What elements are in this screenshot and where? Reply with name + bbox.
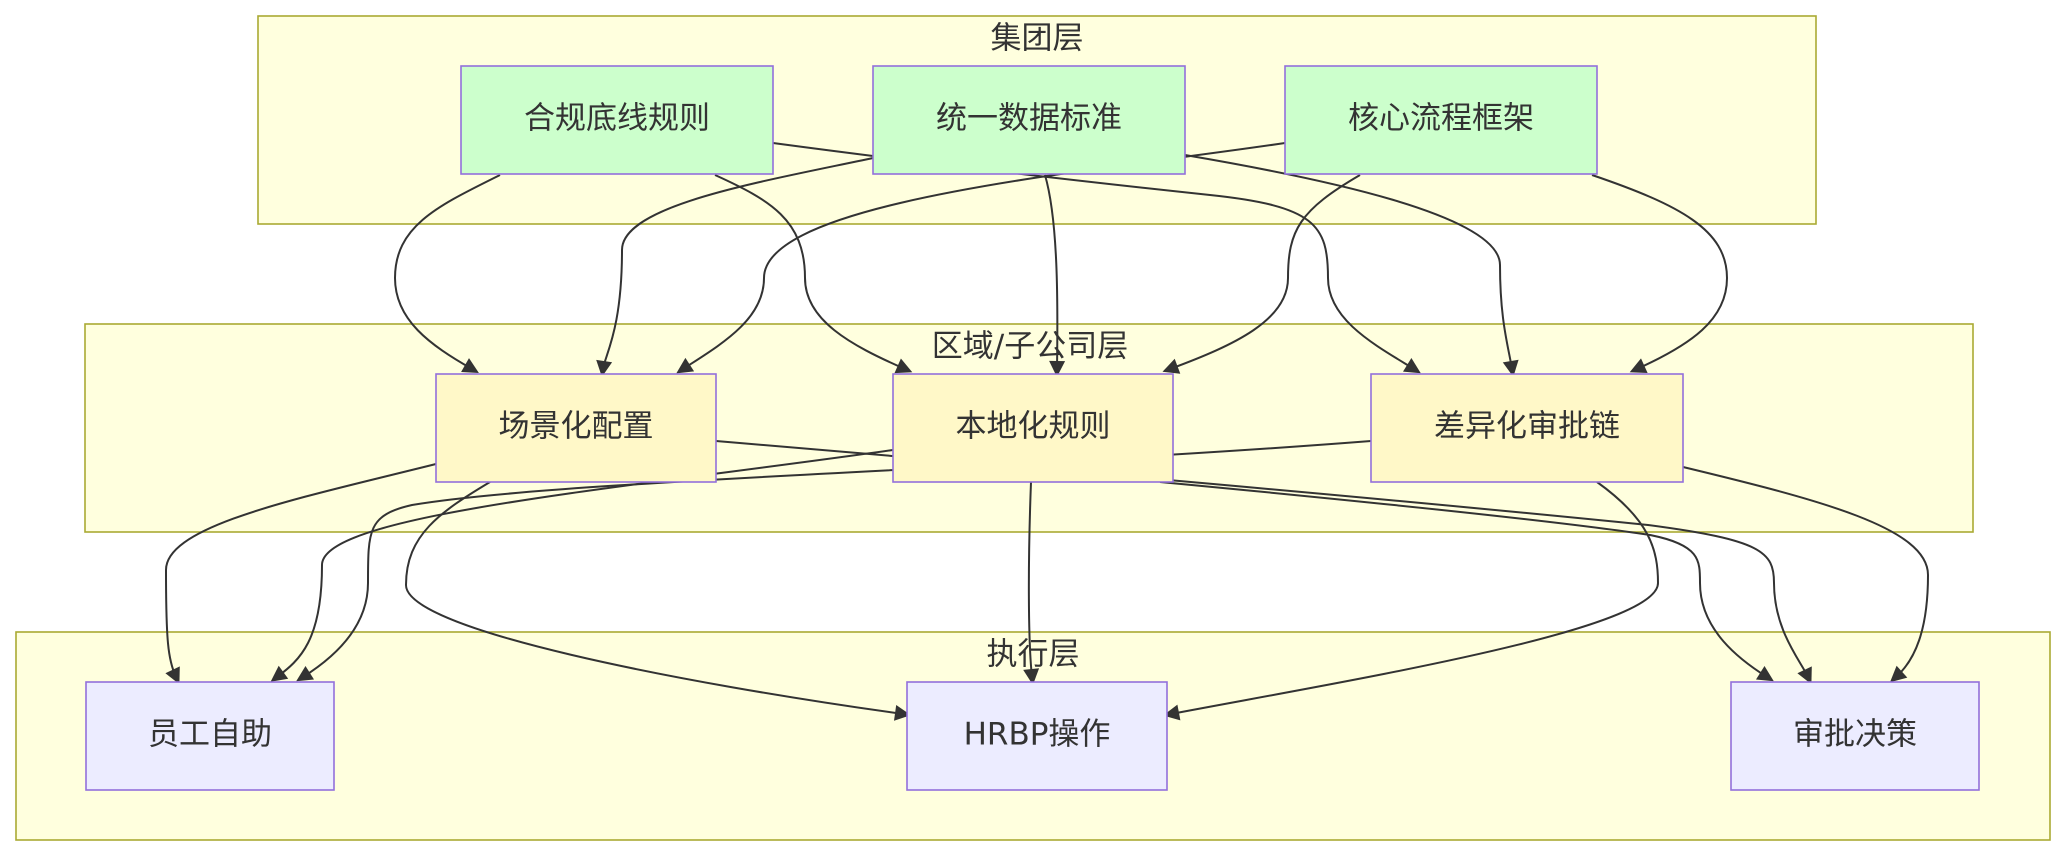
arrowhead <box>270 665 289 682</box>
edge-data-standard-to-scenario-config <box>596 157 874 377</box>
node-diff-approval-label: 差异化审批链 <box>1434 409 1620 445</box>
arrowhead <box>1797 666 1812 685</box>
node-scenario-config-box[interactable] <box>435 373 717 483</box>
node-data-standard-box[interactable] <box>872 65 1186 175</box>
node-local-rules-box[interactable] <box>892 373 1174 483</box>
layer-exec-title: 执行层 <box>987 637 1080 673</box>
edge-line <box>602 157 874 370</box>
node-core-process-box[interactable] <box>1284 65 1598 175</box>
edge-core-process-to-local-rules <box>1162 174 1361 374</box>
edge-line <box>393 174 501 370</box>
node-hrbp-label: HRBP操作 <box>964 717 1111 753</box>
node-local-rules[interactable]: 本地化规则 <box>892 373 1174 483</box>
arrowhead <box>1403 358 1421 374</box>
node-approval-decision-label: 审批决策 <box>1793 717 1917 753</box>
edge-line <box>1591 174 1729 370</box>
arrowhead <box>1049 360 1066 377</box>
arrowhead <box>1629 358 1648 373</box>
arrowhead <box>461 358 479 373</box>
arrowhead <box>894 358 913 374</box>
edge-data-standard-to-local-rules <box>1044 174 1066 377</box>
edge-line <box>1159 481 1768 678</box>
edge-line <box>164 463 437 678</box>
arrowhead <box>296 666 314 682</box>
arrowhead <box>1502 359 1519 377</box>
node-hrbp-box[interactable] <box>906 681 1168 791</box>
edge-core-process-to-diff-approval <box>1591 174 1729 373</box>
arrowhead <box>676 357 695 374</box>
arrowhead <box>1023 668 1040 685</box>
edge-compliance-to-local-rules <box>714 174 913 374</box>
edge-scenario-config-to-hrbp <box>404 481 911 721</box>
edge-line <box>1044 174 1059 370</box>
arrowhead <box>1162 358 1181 374</box>
node-approval-decision[interactable]: 审批决策 <box>1730 681 1980 791</box>
arrowhead <box>1756 666 1774 682</box>
node-compliance[interactable]: 合规底线规则 <box>460 65 774 175</box>
layer-region-title: 区域/子公司层 <box>932 329 1128 365</box>
node-hrbp[interactable]: HRBP操作 <box>906 681 1168 791</box>
edge-local-rules-to-approval-decision <box>1159 481 1774 682</box>
node-core-process[interactable]: 核心流程框架 <box>1284 65 1598 175</box>
node-data-standard[interactable]: 统一数据标准 <box>872 65 1186 175</box>
node-data-standard-label: 统一数据标准 <box>936 101 1122 137</box>
arrowhead <box>1890 665 1908 683</box>
node-scenario-config-label: 场景化配置 <box>499 409 654 445</box>
edge-diff-approval-to-approval-decision <box>1682 466 1930 683</box>
arrowhead <box>894 705 911 721</box>
edge-compliance-to-scenario-config <box>393 174 501 373</box>
edge-scenario-config-to-self-service <box>164 463 437 685</box>
node-scenario-config[interactable]: 场景化配置 <box>435 373 717 483</box>
node-compliance-box[interactable] <box>460 65 774 175</box>
node-self-service-label: 员工自助 <box>148 717 272 753</box>
edge-local-rules-to-hrbp <box>1023 481 1040 685</box>
node-diff-approval-box[interactable] <box>1370 373 1684 483</box>
node-compliance-label: 合规底线规则 <box>524 101 710 137</box>
node-self-service[interactable]: 员工自助 <box>85 681 335 791</box>
arrowhead <box>165 666 180 685</box>
edge-line <box>1170 481 1660 715</box>
edge-line <box>1027 481 1033 678</box>
node-approval-decision-box[interactable] <box>1730 681 1980 791</box>
node-local-rules-label: 本地化规则 <box>956 409 1111 445</box>
arrowhead <box>596 359 613 377</box>
edge-line <box>1169 174 1361 370</box>
edge-line <box>1682 466 1930 678</box>
node-core-process-label: 核心流程框架 <box>1348 101 1534 137</box>
node-diff-approval[interactable]: 差异化审批链 <box>1370 373 1684 483</box>
edge-line <box>714 174 906 370</box>
layer-group-title: 集团层 <box>991 21 1084 57</box>
nodes: 合规底线规则 统一数据标准 核心流程框架 场景化配置 本地化规则 差异化审批链 … <box>85 65 1980 791</box>
node-self-service-box[interactable] <box>85 681 335 791</box>
edge-line <box>404 481 904 715</box>
